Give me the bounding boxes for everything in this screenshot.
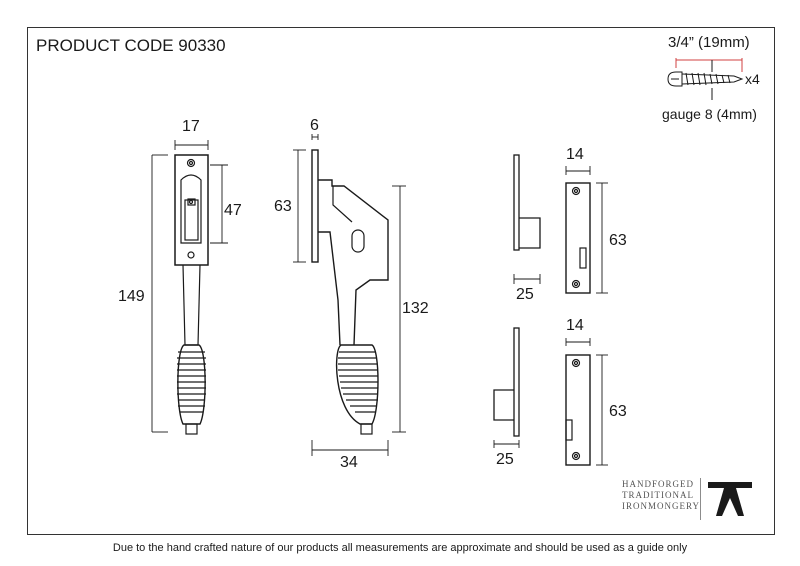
keep-top-dimensions — [513, 166, 608, 294]
dim-keep-top-height: 63 — [609, 232, 627, 249]
brand-line-1: HANDFORGED — [622, 479, 695, 489]
dim-fastener-width: 17 — [182, 118, 200, 135]
fastener-side-view — [311, 149, 389, 435]
dim-side-plate-thickness: 6 — [310, 117, 319, 134]
brand-line-3: IRONMONGERY — [622, 501, 701, 511]
screw-gauge-label: gauge 8 (4mm) — [662, 106, 757, 122]
dim-fastener-total-height: 149 — [118, 288, 145, 305]
side-dimensions — [293, 134, 406, 456]
dim-side-total-height: 132 — [402, 300, 429, 317]
dim-fastener-slot-height: 47 — [224, 202, 242, 219]
dim-keep-bottom-width: 14 — [566, 317, 584, 334]
dim-keep-top-depth: 25 — [516, 286, 534, 303]
fastener-dimensions — [151, 140, 228, 433]
dim-keep-bottom-depth: 25 — [496, 451, 514, 468]
dim-keep-bottom-height: 63 — [609, 403, 627, 420]
dim-keep-top-width: 14 — [566, 146, 584, 163]
brand-line-2: TRADITIONAL — [622, 490, 694, 500]
keep-bottom — [493, 327, 591, 466]
dim-side-plate-height: 63 — [274, 198, 292, 215]
screw-length-label: 3/4” (19mm) — [668, 34, 750, 51]
dim-side-projection: 34 — [340, 454, 358, 471]
drawing-frame — [27, 27, 775, 535]
product-code: PRODUCT CODE 90330 — [36, 36, 226, 55]
screw-quantity-label: x4 — [745, 71, 760, 87]
screw-icon — [667, 58, 744, 100]
fastener-front-view — [174, 154, 209, 435]
disclaimer: Due to the hand crafted nature of our pr… — [112, 542, 688, 554]
keep-top — [513, 154, 591, 294]
brand-text: HANDFORGED TRADITIONAL IRONMONGERY — [622, 479, 700, 512]
anvil-icon — [700, 478, 752, 520]
keep-bottom-dimensions — [493, 338, 608, 466]
